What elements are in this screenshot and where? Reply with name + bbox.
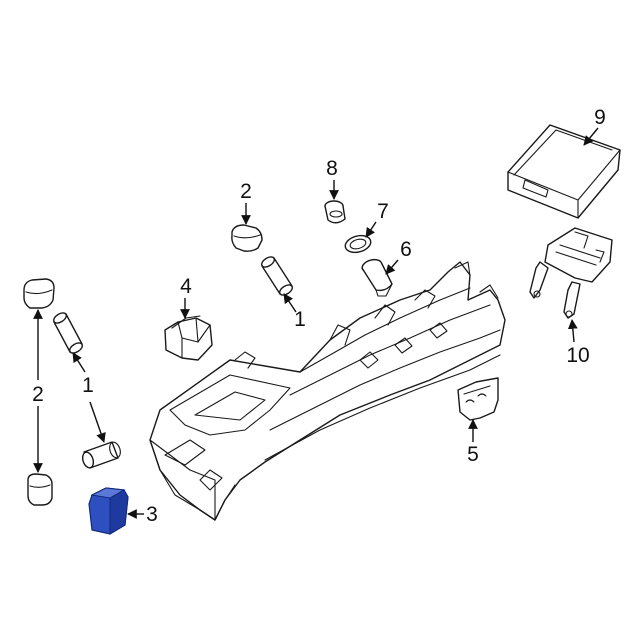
- bracket-icon: [164, 315, 213, 361]
- cap-icon: [23, 278, 55, 309]
- callout-1-mid: 1: [294, 308, 306, 331]
- callout-6: 6: [400, 238, 412, 261]
- callout-9: 9: [594, 106, 606, 129]
- panel-icon: [457, 377, 499, 421]
- callout-labels: 2 1 3 4 2 1 8 7 6 5 9 10: [32, 106, 606, 526]
- cap-icon: [324, 200, 346, 224]
- callout-3: 3: [146, 503, 158, 526]
- cylinder-icon: [260, 256, 294, 296]
- callout-2-mid: 2: [240, 180, 252, 203]
- ring-icon: [344, 234, 372, 254]
- callout-4: 4: [180, 275, 192, 298]
- callout-7: 7: [377, 200, 389, 223]
- cylinder-icon: [52, 312, 84, 354]
- callout-5: 5: [467, 443, 479, 466]
- callout-1-left: 1: [82, 374, 94, 397]
- module-icon: [507, 124, 621, 219]
- leader-lines: [33, 127, 599, 519]
- bracket-icon: [529, 227, 613, 319]
- cap-icon: [27, 473, 53, 506]
- callout-2-left: 2: [32, 383, 44, 406]
- console-icon: [149, 261, 506, 521]
- cap-icon: [231, 224, 263, 252]
- switch-icon: [88, 487, 129, 535]
- callout-8: 8: [326, 157, 338, 180]
- callout-10: 10: [566, 344, 589, 367]
- socket-icon: [361, 258, 393, 297]
- cylinder-icon: [81, 441, 121, 469]
